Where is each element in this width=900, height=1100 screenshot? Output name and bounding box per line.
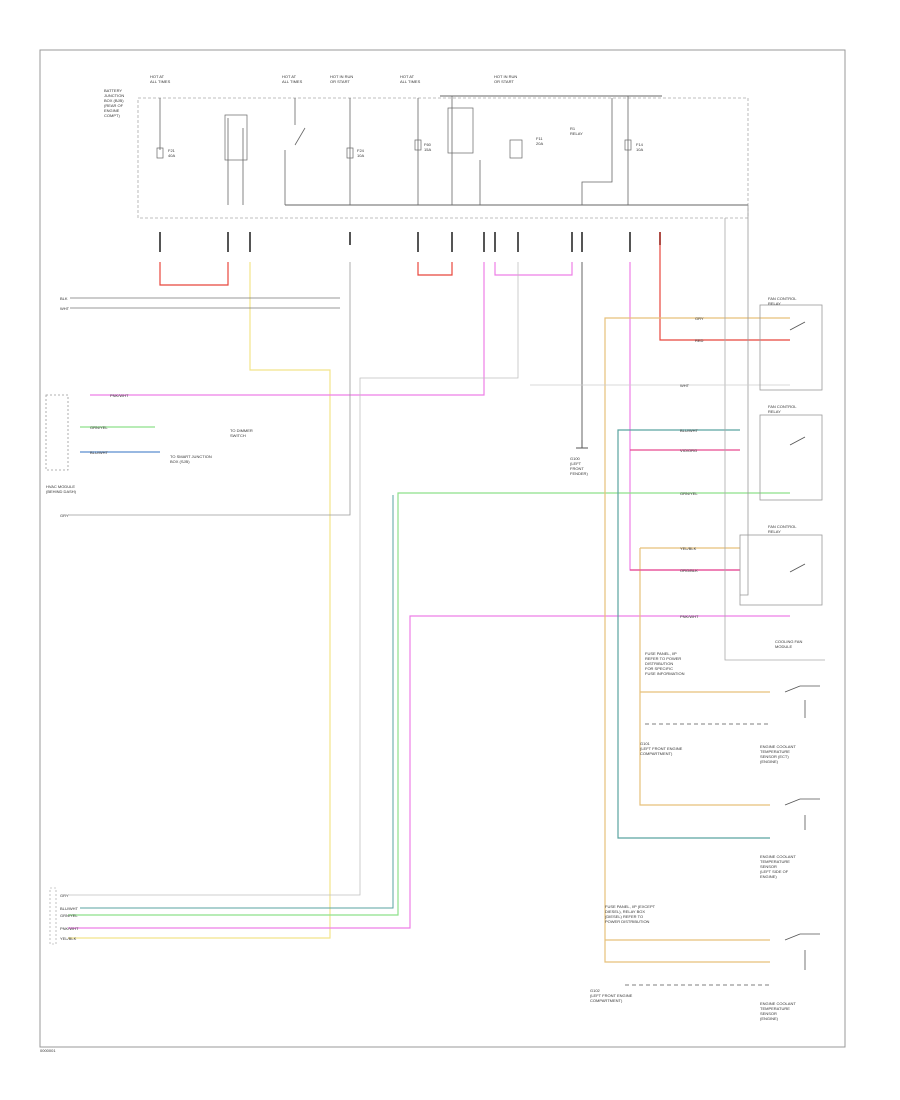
svg-text:YEL/BLK: YEL/BLK (680, 546, 697, 551)
svg-text:GRY: GRY (695, 316, 704, 321)
sensor-switches (784, 685, 820, 970)
wire-teal-2 (80, 495, 394, 909)
svg-text:BLU/WHT: BLU/WHT (680, 428, 699, 433)
svg-text:HVAC MODULE(BEHIND DASH): HVAC MODULE(BEHIND DASH) (46, 484, 77, 494)
svg-text:VIO/ORG: VIO/ORG (680, 448, 697, 453)
wire-pink-2 (494, 262, 573, 276)
relay-box-1 (224, 114, 248, 205)
svg-text:GRN/YEL: GRN/YEL (90, 425, 108, 430)
bottom-code: 0000001 (40, 1048, 56, 1053)
wire-red-2 (417, 262, 453, 276)
connector-stubs (159, 232, 661, 252)
relay-box-2 (447, 96, 481, 205)
wire-pink-1 (90, 262, 485, 396)
ground-dashed-lines (625, 723, 770, 986)
wire-orange-3 (639, 548, 770, 806)
bottom-left-connector (49, 887, 57, 945)
wire-tags: GRY RED WHT BLU/WHT VIO/ORG GRN/YEL YEL/… (60, 296, 704, 941)
svg-text:GRY: GRY (60, 513, 69, 518)
svg-text:PNK/WHT: PNK/WHT (60, 926, 79, 931)
svg-text:RED: RED (695, 338, 704, 343)
svg-text:GRN/YEL: GRN/YEL (680, 491, 698, 496)
svg-text:BLU/WHT: BLU/WHT (90, 450, 109, 455)
svg-text:GRN/YEL: GRN/YEL (60, 913, 78, 918)
wire-red-1 (159, 262, 229, 286)
wire-gray-2 (68, 262, 519, 896)
battery-junction-box (137, 95, 749, 219)
switch-1 (284, 98, 306, 205)
wire-gray-7 (724, 218, 825, 661)
hvac-module: HVAC MODULE(BEHIND DASH) (45, 394, 77, 494)
diagram-border (39, 49, 846, 1048)
svg-text:BLU/WHT: BLU/WHT (60, 906, 79, 911)
wire-yellow (68, 262, 331, 939)
svg-text:PNK/WHT: PNK/WHT (680, 614, 699, 619)
wire-pink-3 (629, 262, 740, 571)
svg-text:PNK/WHT: PNK/WHT (110, 393, 129, 398)
wire-orange-1 (604, 317, 790, 963)
wire-teal (617, 429, 770, 839)
wire-gray-6 (740, 205, 749, 596)
svg-text:YEL/BLK: YEL/BLK (60, 936, 77, 941)
wire-green-2 (68, 492, 790, 916)
wire-pink-4 (68, 615, 790, 929)
svg-text:GRY: GRY (60, 893, 69, 898)
svg-text:ORG/BLK: ORG/BLK (680, 568, 698, 573)
svg-text:WHT: WHT (680, 383, 690, 388)
wire-gray-1 (68, 262, 351, 516)
wire-red-3 (659, 232, 790, 341)
svg-text:BLK: BLK (60, 296, 68, 301)
svg-text:WHT: WHT (60, 306, 70, 311)
